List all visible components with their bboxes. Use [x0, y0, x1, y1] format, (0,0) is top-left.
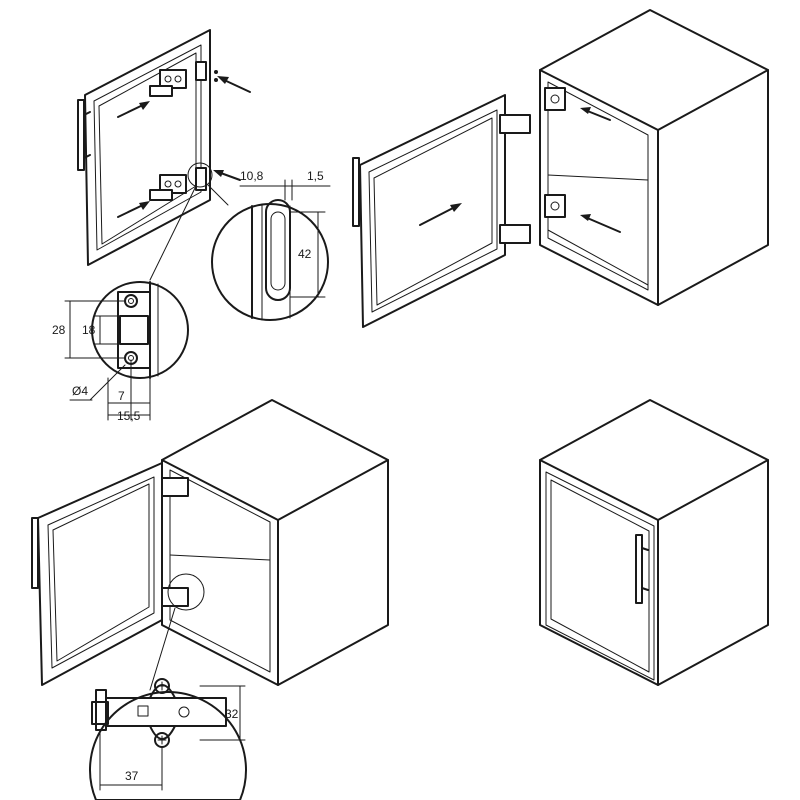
- arrow-icon: [450, 203, 462, 212]
- step1-detail-marker: [187, 162, 213, 188]
- step1-catch: [195, 61, 207, 191]
- step2-door: [352, 94, 506, 328]
- dim-15-5: 15,5: [117, 409, 141, 423]
- step2-cabinet: [539, 9, 769, 306]
- screw-icon: [214, 78, 218, 82]
- arrow-icon: [580, 107, 591, 114]
- step1-door: [77, 29, 211, 266]
- step1-hinge-bottom: [149, 174, 187, 201]
- step1-arrows: [117, 70, 251, 218]
- dim-28: 28: [52, 323, 66, 337]
- strike-detail: [91, 281, 189, 379]
- arrow-icon: [580, 214, 591, 221]
- step3-detail-marker: [167, 573, 205, 611]
- dim-10-8: 10,8: [240, 169, 264, 183]
- hinge-dimensions: 32 37: [99, 685, 246, 791]
- hinge-icon: [161, 477, 189, 497]
- step2-hinges: [499, 87, 621, 244]
- hinge-icon: [161, 587, 189, 607]
- leader-line: [207, 184, 229, 206]
- screw-icon: [214, 70, 218, 74]
- strike-dimensions: 28 18 Ø4 7 15,5: [52, 300, 151, 423]
- dim-37: 37: [125, 769, 139, 783]
- dim-diameter: Ø4: [72, 384, 88, 398]
- dim-18: 18: [82, 323, 96, 337]
- dim-32: 32: [225, 707, 239, 721]
- dim-1-5: 1,5: [307, 169, 324, 183]
- step4-cabinet-closed: [539, 399, 769, 686]
- magnet-detail: [211, 199, 329, 321]
- dim-7: 7: [118, 389, 125, 403]
- dim-42: 42: [298, 247, 312, 261]
- handle-icon: [352, 157, 360, 227]
- step1-hinge-top: [149, 69, 187, 97]
- handle-icon: [77, 99, 91, 171]
- arrow-icon: [217, 76, 229, 84]
- arrow-icon: [139, 201, 150, 210]
- handle-icon: [31, 517, 39, 589]
- handle-icon: [635, 534, 649, 604]
- step3-cabinet: [161, 399, 389, 686]
- leader-line: [149, 185, 197, 281]
- arrow-icon: [139, 101, 150, 110]
- leader-line: [149, 607, 176, 691]
- hinge-detail: [89, 678, 247, 800]
- arrow-icon: [213, 170, 224, 177]
- magnet-dimensions: 10,8 1,5 42: [239, 169, 331, 298]
